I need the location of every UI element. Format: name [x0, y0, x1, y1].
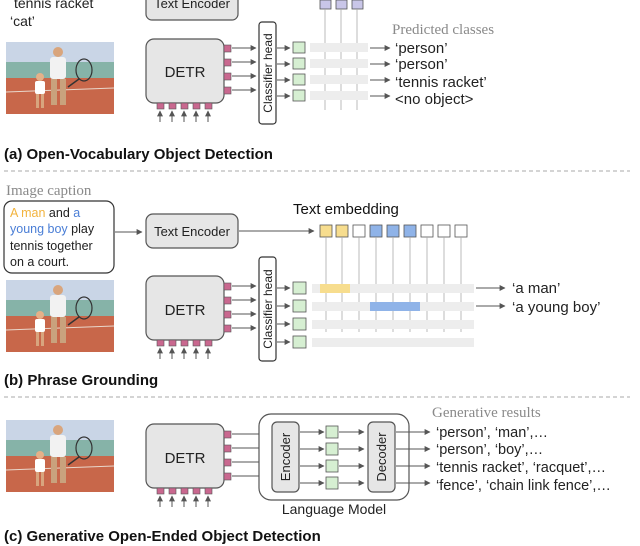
output-arrows-a	[370, 45, 391, 99]
query-tokens	[156, 282, 232, 347]
region-features	[292, 281, 307, 349]
decoder-block	[367, 421, 396, 493]
panel-c: DETR Encoder Decoder	[4, 405, 611, 545]
class-name-cat: ‘cat’	[10, 13, 35, 29]
panel-b-caption: (b) Phrase Grounding	[4, 372, 158, 389]
latent-tokens	[325, 425, 339, 490]
head-to-feature-arrows	[277, 285, 291, 345]
output-label: ‘a man’	[512, 280, 560, 297]
text-embedding-tokens	[319, 224, 468, 238]
text-encoder-label: Text Encoder	[154, 224, 231, 239]
detr-label: DETR	[165, 302, 206, 319]
caption-line: on a court.	[10, 255, 69, 269]
output-arrows-c	[396, 429, 431, 486]
classifier-head	[258, 21, 277, 125]
query-to-head-arrows	[232, 283, 257, 331]
encoder-arrows	[300, 429, 365, 486]
query-tokens	[156, 44, 232, 110]
generative-output: ‘person’, ‘man’,…	[436, 425, 548, 441]
text-encoder-block	[145, 0, 239, 21]
query-to-head-arrows	[232, 45, 257, 93]
region-features	[292, 41, 306, 102]
caption-line: tennis together	[10, 239, 93, 253]
class-name-tennis-racket: tennis racket	[14, 0, 93, 11]
image-caption-title: Image caption	[6, 183, 92, 199]
generative-output: ‘tennis racket’, ‘racquet’,…	[436, 460, 606, 476]
tennis-photo	[5, 279, 115, 353]
head-to-feature-arrows	[277, 45, 291, 99]
classifier-head-label: Classifier head	[261, 269, 275, 348]
caption-phrase: play	[68, 222, 95, 236]
output-arrows-b	[476, 285, 506, 309]
panel-b: Image caption A man and a young boy play…	[3, 183, 600, 389]
panel-c-caption: (c) Generative Open-Ended Object Detecti…	[4, 528, 321, 545]
caption-line: A man and a	[10, 206, 80, 220]
output-label: <no object>	[395, 91, 474, 108]
output-label: ‘person’	[395, 40, 448, 57]
caption-phrase: A man	[10, 206, 45, 220]
classifier-head-label: Classifier head	[261, 33, 275, 112]
text-encoder-label: Text Encoder	[154, 0, 231, 11]
output-label: ‘a young boy’	[512, 299, 600, 316]
caption-phrase: on a court.	[10, 255, 69, 269]
input-arrows	[157, 495, 211, 507]
text-encoder-block	[145, 213, 239, 249]
caption-line: young boy play	[10, 222, 95, 236]
generative-output: ‘person’, ‘boy’,…	[436, 442, 543, 458]
caption-phrase: a	[73, 206, 80, 220]
detr-label: DETR	[165, 64, 206, 81]
text-embedding-label: Text embedding	[293, 201, 399, 218]
caption-phrase: young boy	[10, 222, 68, 236]
output-label: ‘tennis racket’	[395, 74, 487, 91]
detr-label: DETR	[165, 450, 206, 467]
tennis-photo	[5, 419, 115, 493]
input-arrows	[157, 110, 211, 122]
panel-a: tennis racket ‘cat’ Text Encoder Predict…	[4, 0, 494, 163]
caption-phrase: tennis together	[10, 239, 93, 253]
similarity-rows	[312, 284, 474, 347]
caption-phrase: and	[45, 206, 73, 220]
panel-a-caption: (a) Open-Vocabulary Object Detection	[4, 146, 273, 163]
decoder-label: Decoder	[374, 432, 389, 482]
caption-box	[3, 200, 115, 274]
encoder-label: Encoder	[278, 432, 293, 481]
encoder-block	[271, 421, 300, 493]
output-label: ‘person’	[395, 56, 448, 73]
predicted-classes-title: Predicted classes	[392, 22, 494, 38]
input-arrows	[157, 347, 211, 359]
query-tokens	[156, 430, 232, 495]
classifier-head	[258, 256, 277, 362]
generative-results-title: Generative results	[432, 405, 541, 421]
tennis-photo	[5, 41, 115, 115]
generative-output: ‘fence’, ‘chain link fence’,…	[436, 478, 611, 494]
language-model-label: Language Model	[282, 501, 386, 517]
similarity-rows	[310, 43, 368, 100]
